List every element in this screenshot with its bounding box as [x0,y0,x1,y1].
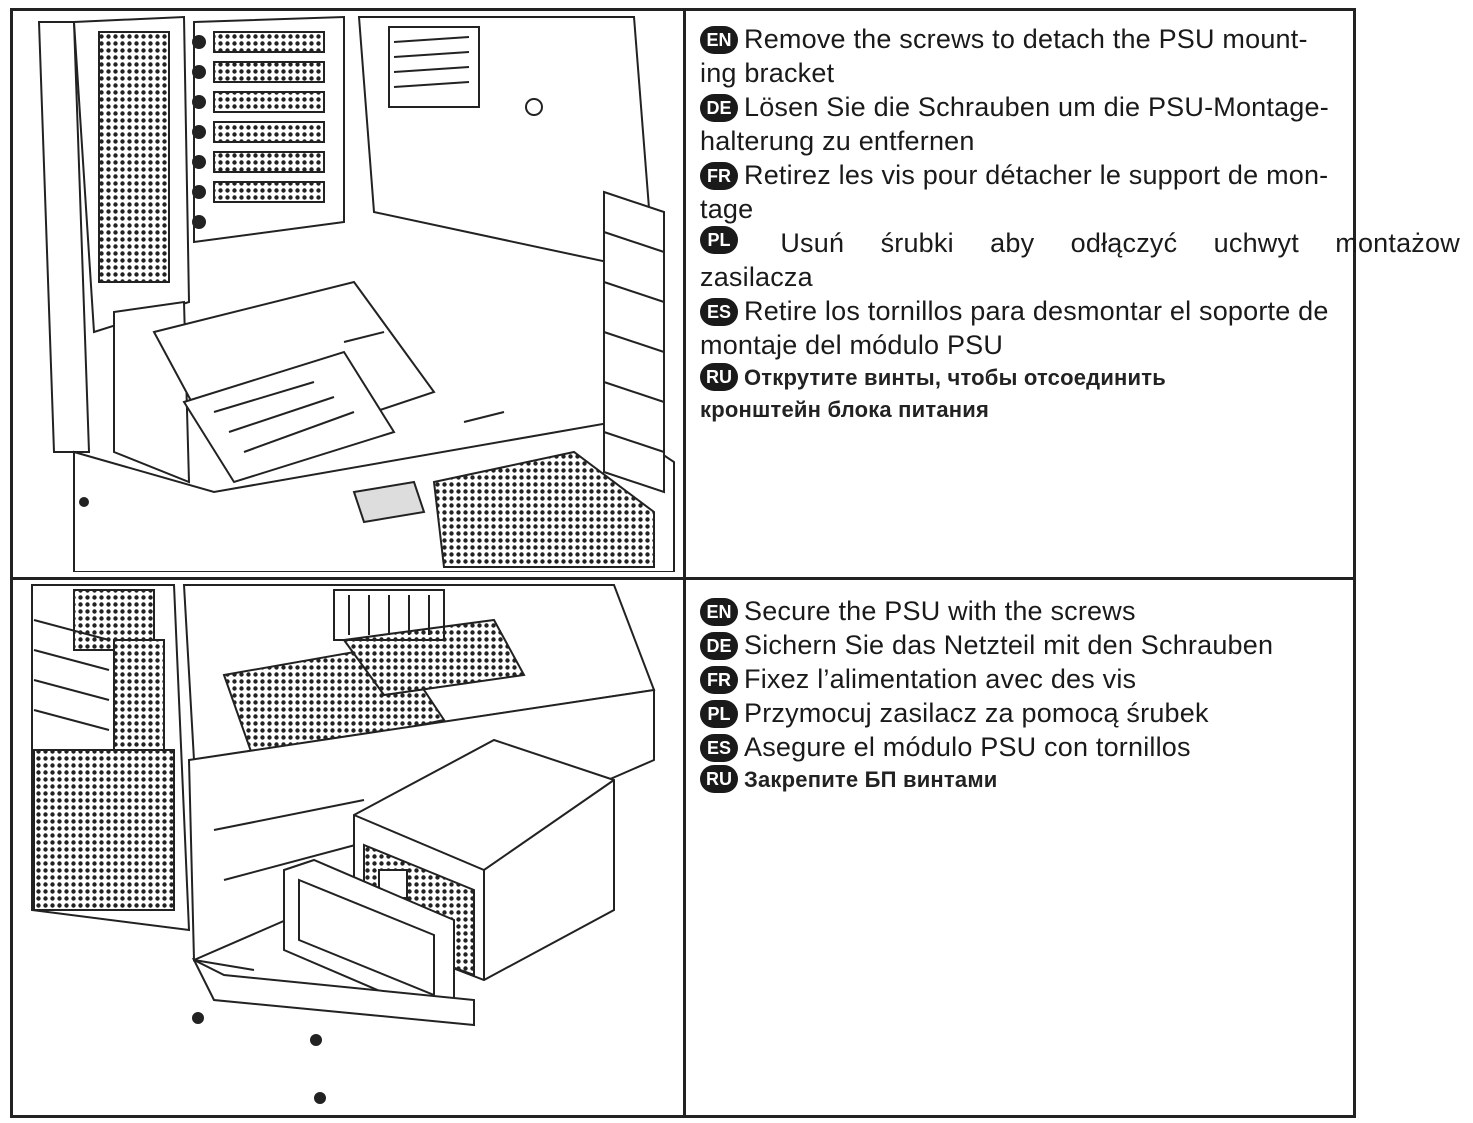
psu-bracket-removal-illustration [14,12,678,572]
language-badge-es: ES [700,298,738,326]
language-badge-pl: PL [700,700,738,728]
language-badge-fr: FR [700,666,738,694]
language-badge-fr: FR [700,162,738,190]
psu-installation-illustration [14,580,678,1110]
instruction-de-continued: halterung zu entfernen [700,126,975,156]
instruction-pl: PL Usuń śrubki aby odłączyć uchwyt monta… [700,226,1460,260]
instruction-es-continued: montaje del módulo PSU [700,330,1004,360]
language-badge-pl: PL [700,226,738,254]
instruction-pl-continued: zasilacza [700,262,813,292]
language-badge-en: EN [700,598,738,626]
language-badge-ru: RU [700,363,738,391]
instruction-en-continued: ing bracket [700,58,835,88]
instruction-fr-continued: tage [700,194,754,224]
column-divider [683,11,686,1115]
language-badge-ru: RU [700,765,738,793]
language-badge-en: EN [700,26,738,54]
language-badge-de: DE [700,632,738,660]
language-badge-es: ES [700,734,738,762]
instruction-table [10,8,1356,1118]
language-badge-de: DE [700,94,738,122]
instruction-ru-continued: кронштейн блока питания [700,397,990,422]
